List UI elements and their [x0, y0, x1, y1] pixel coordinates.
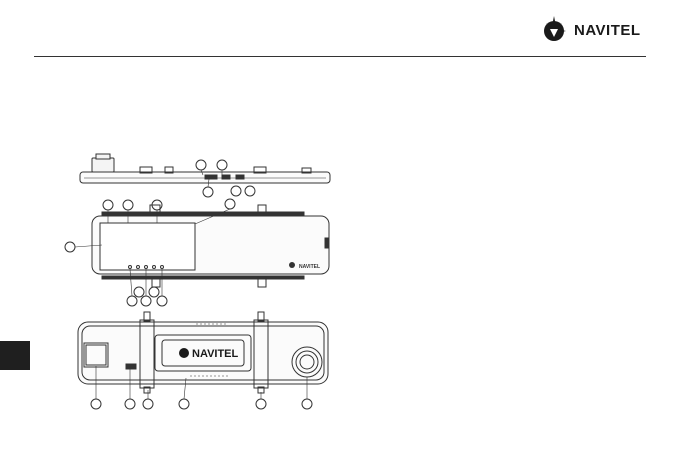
device-back-logo-text: NAVITEL — [192, 348, 239, 360]
device-top-view — [80, 154, 330, 197]
device-front-view — [65, 199, 329, 306]
device-front-logo-text: NAVITEL — [299, 264, 320, 270]
device-back-view — [78, 312, 328, 409]
